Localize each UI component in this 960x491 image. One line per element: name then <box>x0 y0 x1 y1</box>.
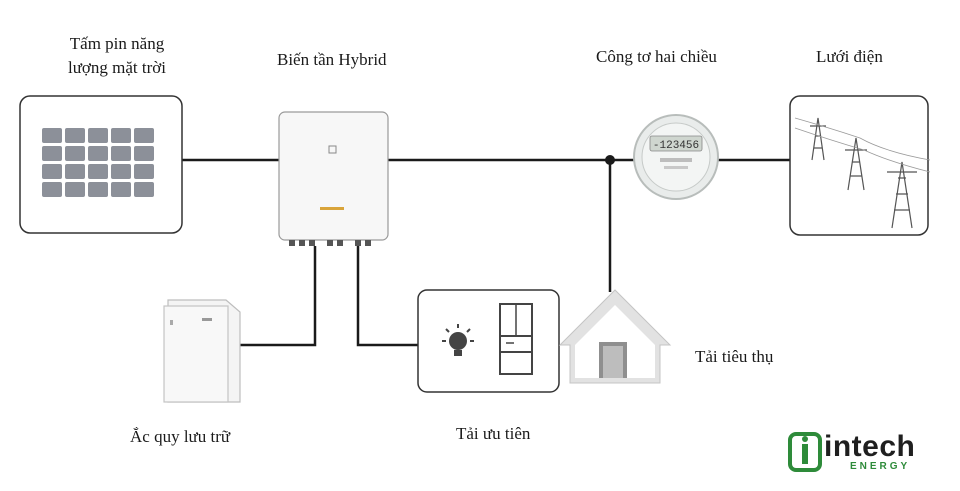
solar-cell <box>134 182 154 197</box>
solar-cell <box>65 182 85 197</box>
solar-cell <box>134 128 154 143</box>
logo-icon <box>788 432 822 472</box>
battery-icon <box>163 299 241 403</box>
house-icon <box>558 289 672 384</box>
meter-display: -123456 <box>653 140 699 152</box>
solar-cell <box>88 146 108 161</box>
solar-cell <box>111 164 131 179</box>
solar-cell <box>134 146 154 161</box>
logo-subtitle: ENERGY <box>850 461 911 472</box>
consumption-load-label: Tải tiêu thụ <box>695 347 774 366</box>
junction-dot <box>605 155 615 165</box>
energy-meter-icon: -123456 <box>633 114 719 200</box>
transmission-tower-icon <box>789 95 931 236</box>
solar-cell <box>42 182 62 197</box>
lightbulb-icon <box>442 324 474 356</box>
solar-cell <box>88 164 108 179</box>
storage-battery-label: Ắc quy lưu trữ <box>130 427 231 446</box>
solar-cell <box>88 128 108 143</box>
solar-cell <box>65 164 85 179</box>
solar-cell <box>42 146 62 161</box>
grid-label: Lưới điện <box>816 47 883 66</box>
solar-panel-icon <box>19 95 183 234</box>
solar-cell <box>111 146 131 161</box>
solar-cell <box>42 128 62 143</box>
priority-load-box <box>417 289 560 393</box>
inverter-icon <box>278 111 389 246</box>
solar-cell <box>134 164 154 179</box>
wiring <box>182 158 790 347</box>
logo-wordmark: intech <box>824 430 916 463</box>
solar-cell <box>88 182 108 197</box>
priority-load-label: Tải ưu tiên <box>456 424 531 443</box>
solar-cell <box>65 146 85 161</box>
solar-panel-label: Tấm pin năng lượng mặt trời <box>67 34 166 77</box>
refrigerator-icon <box>499 303 533 375</box>
solar-cell <box>111 182 131 197</box>
inverter-to-battery-line <box>240 246 317 347</box>
company-logo: intech ENERGY <box>788 430 928 476</box>
solar-cell <box>111 128 131 143</box>
inverter-to-priority-load-line <box>356 246 418 347</box>
bidirectional-meter-label: Công tơ hai chiều <box>596 47 717 66</box>
solar-cell <box>42 164 62 179</box>
hybrid-inverter-label: Biến tần Hybrid <box>277 50 387 69</box>
solar-cell <box>65 128 85 143</box>
